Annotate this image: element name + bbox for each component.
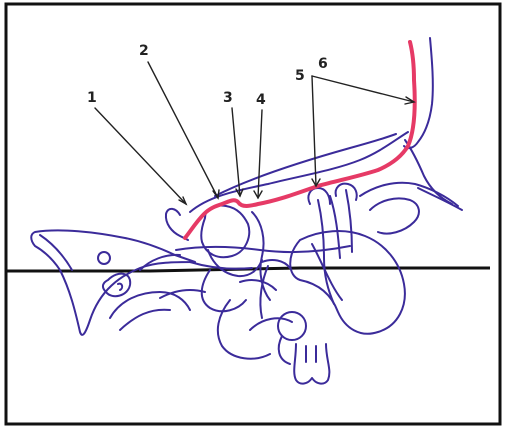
label-2: 2 bbox=[139, 43, 149, 59]
pointer-1 bbox=[95, 108, 186, 204]
pointer-3 bbox=[232, 108, 240, 196]
pointer-2 bbox=[148, 62, 218, 198]
label-3: 3 bbox=[223, 90, 233, 106]
label-6: 6 bbox=[318, 56, 328, 72]
pointer-5-6-a bbox=[312, 76, 316, 186]
pointer-5-6-b bbox=[312, 76, 414, 102]
label-5: 5 bbox=[295, 68, 305, 84]
label-4: 4 bbox=[256, 92, 266, 108]
pointer-lines bbox=[95, 62, 414, 204]
label-1: 1 bbox=[87, 90, 97, 106]
